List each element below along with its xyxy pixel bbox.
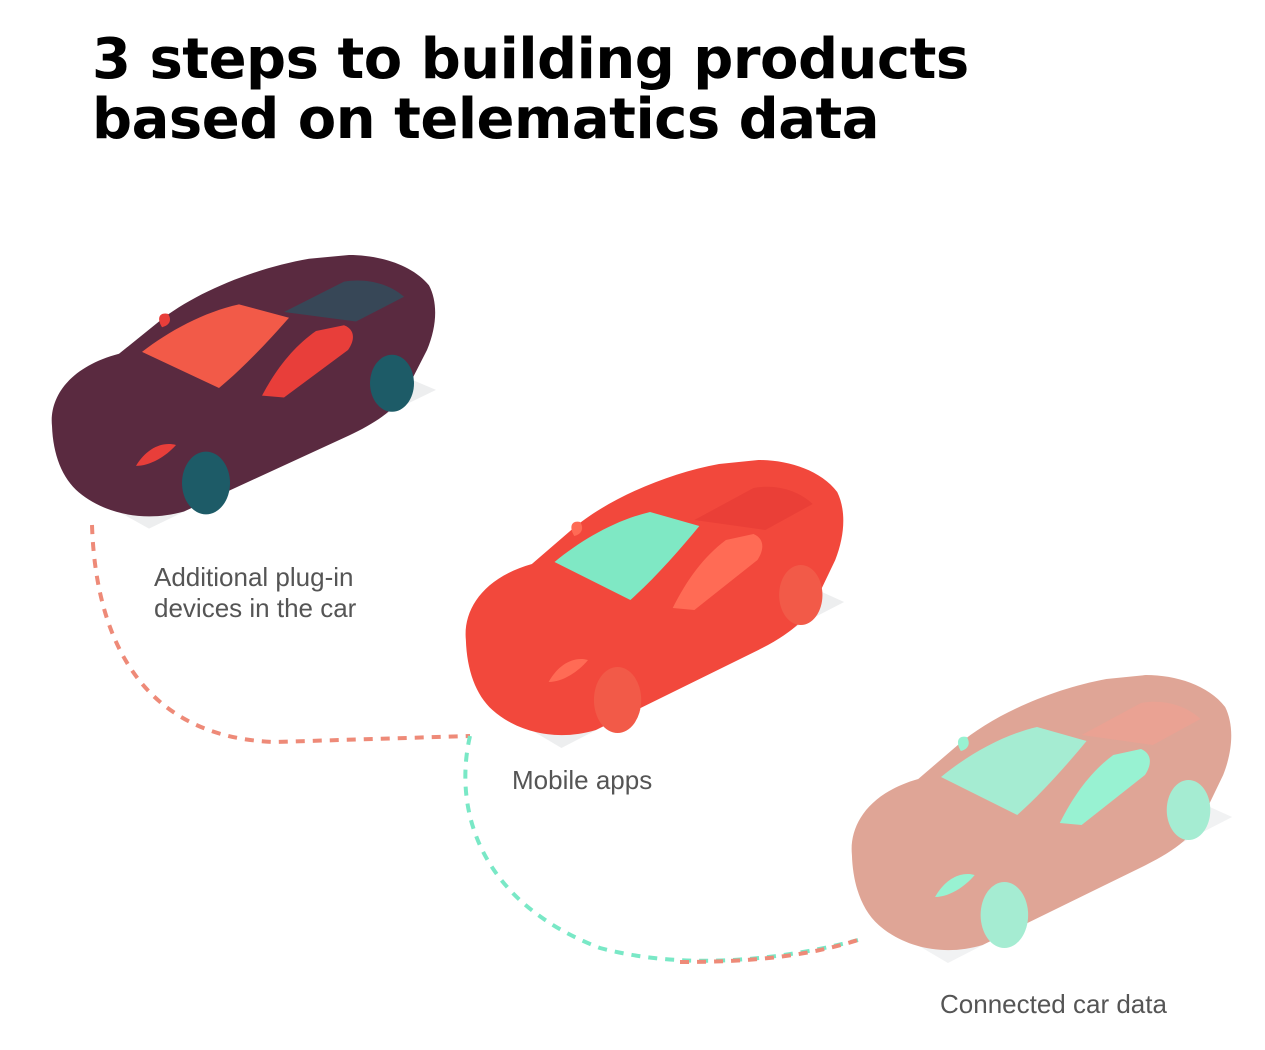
step-1-label-line-1: Additional plug-in	[154, 562, 354, 592]
sports-car-icon	[851, 675, 1233, 963]
step-3-label: Connected car data	[940, 989, 1167, 1020]
car-1	[51, 255, 436, 529]
sports-car-icon	[465, 460, 845, 748]
step-3-label-line-1: Connected car data	[940, 989, 1167, 1019]
connector-path-1	[90, 524, 471, 745]
car-2	[465, 460, 845, 748]
connector-path-2	[463, 735, 859, 963]
title-line-1: 3 steps to building products	[92, 27, 969, 92]
car-3	[851, 675, 1233, 963]
connector-path-2-tail	[679, 938, 859, 964]
step-1-label-line-2: devices in the car	[154, 593, 357, 623]
step-1-label: Additional plug-in devices in the car	[154, 562, 356, 624]
sports-car-icon	[51, 255, 436, 529]
step-2-label-line-1: Mobile apps	[512, 765, 653, 795]
page-title: 3 steps to building products based on te…	[92, 30, 969, 150]
step-2-label: Mobile apps	[512, 765, 652, 796]
title-line-2: based on telematics data	[92, 87, 880, 152]
